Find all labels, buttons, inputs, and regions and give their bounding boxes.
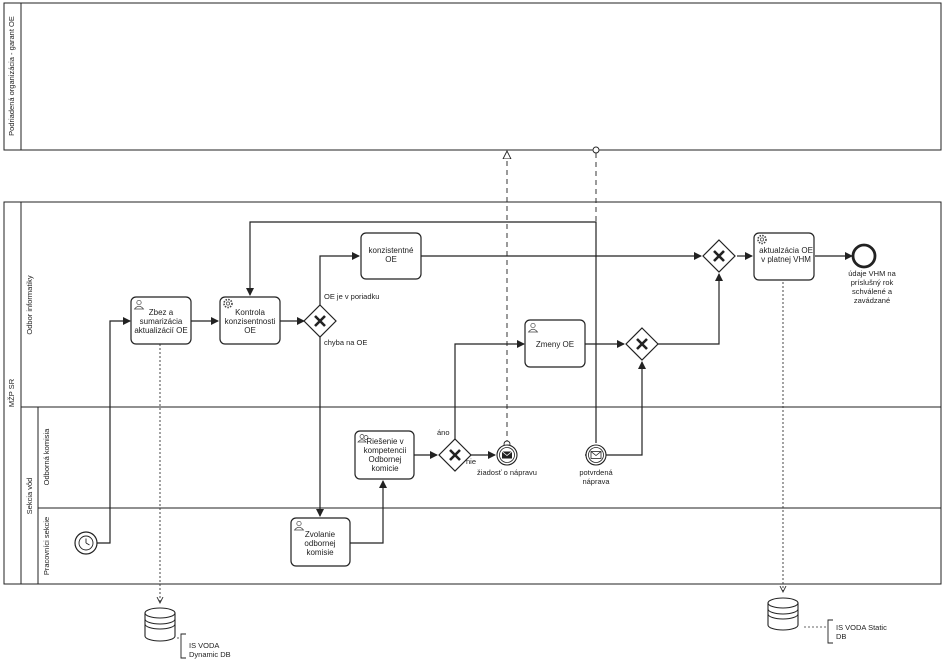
lane-odborna-komisia: Odborná komisia	[38, 428, 941, 509]
lane-pracovnici-sekcie: Pracovníci sekcie	[42, 517, 51, 575]
flow-loop-to-kontrola	[246, 221, 597, 443]
exclusive-gateway-merge-zmeny[interactable]	[625, 327, 659, 361]
task-zmeny-oe[interactable]: Zmeny OE	[524, 319, 586, 368]
x-icon	[713, 250, 725, 262]
user-icon	[527, 322, 539, 333]
user-group-icon	[357, 434, 369, 443]
user-icon	[133, 299, 145, 310]
flow-potvrdena-to-merge	[585, 361, 646, 456]
x-icon	[636, 338, 648, 350]
lane-sekcia-label: Sekcia vôd	[25, 478, 34, 515]
label-ano: áno	[437, 428, 450, 437]
flow-gateway-to-konzistentne	[319, 252, 360, 305]
intermediate-event-ziadost[interactable]	[496, 444, 518, 466]
label-ziadost: žiadosť o nápravu	[477, 468, 537, 477]
label-chyba: chyba na OE	[324, 338, 367, 347]
intermediate-event-potvrdena[interactable]	[585, 444, 607, 466]
pool-garant-label: Podriadená organizácia - garant OE	[7, 16, 16, 136]
message-flows	[504, 146, 600, 448]
lane-pracovnici-label: Pracovníci sekcie	[42, 517, 51, 575]
flow-zvolanie-to-riesenie	[350, 480, 387, 544]
exclusive-gateway-merge-top[interactable]	[702, 239, 736, 273]
pool-mzp: MŽP SR	[3, 201, 942, 585]
database-icon	[767, 597, 799, 631]
database-icon	[144, 607, 176, 642]
envelope-filled-icon	[501, 451, 513, 459]
x-icon	[314, 315, 326, 327]
gear-icon	[223, 298, 233, 309]
flow-ano-to-zmeny	[454, 340, 525, 439]
data-associations	[160, 282, 783, 603]
exclusive-gateway-riesenie[interactable]	[438, 438, 472, 472]
user-icon	[293, 520, 305, 531]
flow-merge-to-top-gateway	[658, 273, 723, 345]
svg-text:Zmeny OE: Zmeny OE	[536, 340, 574, 349]
envelope-icon	[590, 451, 602, 459]
gear-icon	[757, 234, 767, 245]
svg-text:aktualzácia OEv platnej VHM: aktualzácia OEv platnej VHM	[759, 246, 813, 264]
end-event[interactable]	[851, 243, 877, 269]
pool-garant: Podriadená organizácia - garant OE	[3, 2, 942, 151]
lane-sekcia-vod: Sekcia vôd	[25, 407, 39, 584]
exclusive-gateway-kontrola[interactable]	[303, 304, 337, 338]
x-icon	[449, 449, 461, 461]
lane-odbor-informatiky: Odbor informatiky	[21, 275, 941, 408]
pool-mzp-label: MŽP SR	[7, 378, 16, 407]
sequence-flows	[97, 221, 853, 544]
timer-start-event[interactable]	[74, 531, 98, 555]
flow-start-to-zbez	[97, 317, 131, 544]
label-oe-ok: OE je v poriadku	[324, 292, 379, 301]
label-nie: nie	[466, 457, 476, 466]
lane-odbor-label: Odbor informatiky	[25, 275, 34, 334]
lane-komisia-label: Odborná komisia	[42, 428, 51, 486]
